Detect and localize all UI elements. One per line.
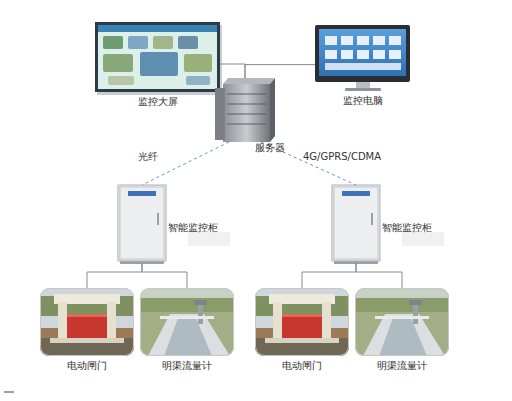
connector-line: [220, 64, 245, 78]
connector: [142, 142, 229, 185]
connector: [356, 263, 402, 288]
connector: [245, 65, 315, 78]
control-cabinet: 智能监控柜: [332, 185, 380, 263]
connector-line: [142, 263, 187, 288]
node-label: 智能监控柜: [382, 222, 432, 234]
node-label: 服务器: [255, 142, 285, 154]
flowmeter-photo: 明渠流量计: [140, 288, 234, 356]
monitor-computer: 监控电脑: [315, 25, 410, 91]
node-label: 明渠流量计: [335, 360, 469, 372]
connector: [220, 64, 245, 78]
edge-label: 光纤: [138, 151, 158, 163]
display-screen: 监控大屏: [95, 22, 220, 92]
gate-photo: 电动闸门: [255, 288, 349, 356]
server-tower: 服务器: [215, 78, 275, 142]
edge-label: 4G/GPRS/CDMA: [303, 151, 381, 163]
node-label: 电动闸门: [235, 360, 369, 372]
connector-line: [356, 263, 402, 288]
node-label: 智能监控柜: [168, 222, 218, 234]
node-label: 电动闸门: [20, 360, 154, 372]
connector: [87, 263, 142, 288]
control-cabinet: 智能监控柜: [118, 185, 166, 263]
node-label: 监控大屏: [75, 96, 240, 108]
connector-line: [87, 263, 142, 288]
flowmeter-photo: 明渠流量计: [355, 288, 449, 356]
connector-line: [142, 142, 229, 185]
connector: [302, 263, 356, 288]
connector-line: [245, 65, 315, 78]
gate-photo: 电动闸门: [40, 288, 134, 356]
node-label: 明渠流量计: [120, 360, 254, 372]
connector: [142, 263, 187, 288]
node-label: 监控电脑: [295, 95, 430, 107]
connector-line: [302, 263, 356, 288]
